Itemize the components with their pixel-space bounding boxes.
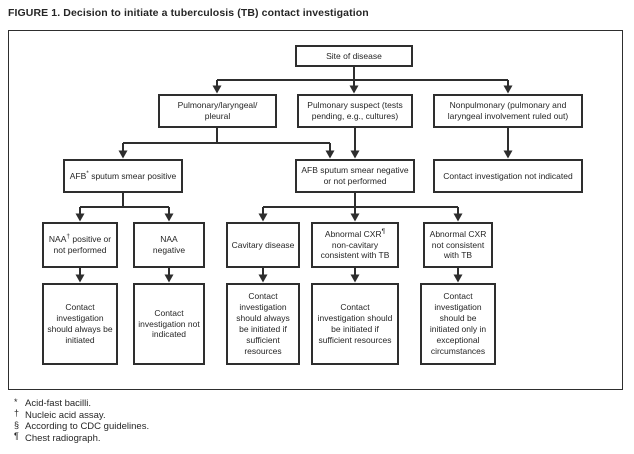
node-naa-positive: NAA† positive or not performed [42,222,118,268]
node-label: Nonpulmonary (pulmonary and laryngeal in… [447,100,569,121]
node-site-of-disease: Site of disease [295,45,413,67]
node-label: NAA† positive or not performed [48,233,112,255]
footnote-chest-radiograph: ¶ Chest radiograph. [11,431,149,445]
footnote-text: Chest radiograph. [25,432,101,444]
node-afb-smear-positive: AFB* sputum smear positive [63,159,183,193]
footnote-acid-fast-bacilli: * Acid-fast bacilli. [11,396,149,410]
node-nonpulmonary: Nonpulmonary (pulmonary and laryngeal in… [433,94,583,128]
footnote-text: Nucleic acid assay. [25,409,106,421]
node-label: Contact investigation should always be i… [236,291,290,356]
footnote-symbol: ¶ [14,431,19,441]
node-label: Contact investigation not indicated [138,307,200,340]
node-ci-always-if-sufficient-resources: Contact investigation should always be i… [226,283,300,365]
footnote-nucleic-acid-assay: † Nucleic acid assay. [11,408,149,422]
node-label: Contact investigation should be initiate… [317,302,393,345]
node-label: Site of disease [326,50,382,61]
node-label: AFB* sputum smear positive [69,169,177,181]
node-ci-exceptional-circumstances: Contact investigation should be initiate… [420,283,496,365]
node-label: Contact investigation should be initiate… [429,291,487,356]
node-label: Abnormal CXR¶ non-cavitary consistent wi… [320,227,390,261]
node-abnormal-cxr-consistent: Abnormal CXR¶ non-cavitary consistent wi… [311,222,399,268]
node-label: Abnormal CXR not consistent with TB [429,228,487,261]
node-label: Contact investigation should always be i… [47,302,113,345]
node-label: Pulmonary/laryngeal/pleural [177,100,258,121]
footnotes: * Acid-fast bacilli. † Nucleic acid assa… [11,396,150,445]
node-label: Contact investigation not indicated [443,170,573,181]
node-label: NAA negative [152,234,186,255]
figure-title: FIGURE 1. Decision to initiate a tubercu… [8,7,369,19]
node-label: Cavitary disease [231,239,295,250]
node-afb-smear-negative: AFB sputum smear negative or not perform… [295,159,415,193]
node-pulmonary-laryngeal-pleural: Pulmonary/laryngeal/pleural [158,94,277,128]
node-ci-if-sufficient-resources: Contact investigation should be initiate… [311,283,399,365]
footnote-symbol: § [14,419,20,430]
node-label: Pulmonary suspect (tests pending, e.g., … [307,100,403,121]
footnote-text: According to CDC guidelines. [25,421,150,432]
footnote-symbol: * [14,396,18,407]
footnote-symbol: † [14,408,20,418]
node-ci-should-always-be-initiated: Contact investigation should always be i… [42,283,118,365]
node-naa-negative: NAA negative [133,222,205,268]
footnote-text: Acid-fast bacilli. [25,398,91,409]
node-ci-not-indicated-naa: Contact investigation not indicated [133,283,205,365]
node-abnormal-cxr-not-consistent: Abnormal CXR not consistent with TB [423,222,493,268]
node-cavitary-disease: Cavitary disease [226,222,300,268]
node-pulmonary-suspect: Pulmonary suspect (tests pending, e.g., … [297,94,413,128]
node-contact-investigation-not-indicated-nonpulmonary: Contact investigation not indicated [433,159,583,193]
footnote-cdc-guidelines: § According to CDC guidelines. [11,419,150,433]
node-label: AFB sputum smear negative or not perform… [301,165,409,186]
